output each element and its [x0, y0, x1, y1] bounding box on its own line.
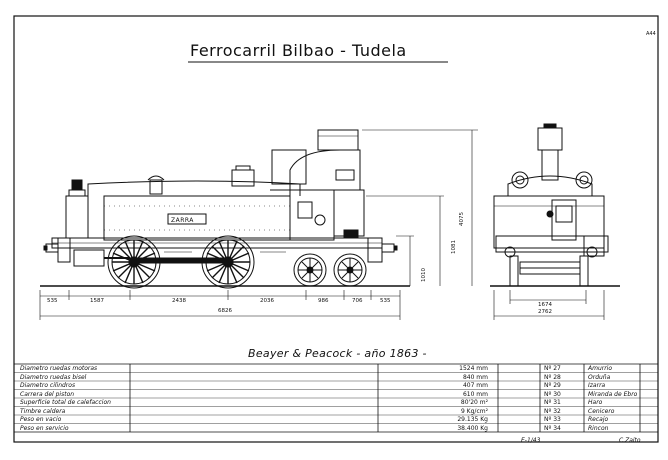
unit-name: Amurrio — [588, 365, 613, 372]
spec-label: Carrera del piston — [20, 390, 75, 398]
unit-number: Nº 27 — [544, 365, 561, 372]
dim-label: 986 — [318, 298, 329, 304]
dim-track: 1674 — [538, 302, 552, 308]
page-title: Ferrocarril Bilbao - Tudela — [190, 41, 407, 60]
side-tank — [103, 195, 291, 241]
dim-vertical: 1010 — [421, 268, 427, 282]
builder-caption: Beayer & Peacock - año 1863 - — [248, 347, 427, 360]
dim-width: 2762 — [538, 309, 552, 315]
side-cab — [289, 189, 335, 241]
spec-value: 9 Kg/cm² — [460, 407, 488, 415]
spec-value: 1524 mm — [459, 365, 488, 372]
spec-label: Timbre caldera — [20, 407, 66, 415]
unit-number: Nº 32 — [544, 407, 561, 415]
spec-label: Superficie total de calefaccion — [20, 399, 111, 406]
end-body — [493, 195, 605, 249]
dim-vertical: 1081 — [451, 240, 457, 254]
dim-label: 2438 — [172, 298, 186, 304]
unit-number: Nº 30 — [544, 390, 561, 398]
spec-label: Diametro ruedas bisel — [20, 373, 87, 381]
spec-value: 840 mm — [462, 373, 488, 381]
unit-name: Izarra — [588, 382, 606, 389]
unit-name: Miranda de Ebro — [588, 390, 638, 398]
unit-number: Nº 28 — [544, 373, 561, 381]
side-dimensions — [39, 129, 478, 320]
corner-reference: A44 — [646, 31, 656, 37]
spec-label: Peso en vacio — [20, 416, 62, 423]
spec-table — [14, 363, 658, 433]
unit-name: Haro — [588, 399, 603, 406]
spec-value: 38.400 Kg — [457, 424, 488, 432]
end-dimensions — [493, 290, 605, 320]
spec-label: Diametro ruedas motoras — [20, 365, 98, 372]
dim-label: 535 — [47, 298, 58, 304]
spec-value: 80'20 m² — [460, 399, 488, 406]
locomotive-name-plate: ZARRA — [171, 217, 194, 224]
dim-overall: 6826 — [218, 308, 232, 314]
unit-number: Nº 33 — [544, 416, 561, 423]
side-view — [40, 129, 410, 289]
spec-label: Peso en servicio — [20, 424, 69, 432]
trailing-wheel-2 — [333, 253, 367, 287]
spec-value: 610 mm — [462, 390, 488, 398]
end-view — [490, 123, 620, 287]
draftsman-signature: C.Zaito — [619, 437, 641, 444]
unit-number: Nº 34 — [544, 424, 561, 432]
name-plate — [167, 213, 207, 225]
spec-value: 407 mm — [462, 382, 488, 389]
spec-label: Diametro cilindros — [20, 382, 76, 389]
spec-value: 29.135 Kg — [457, 416, 488, 423]
unit-number: Nº 29 — [544, 382, 561, 389]
unit-number: Nº 31 — [544, 399, 561, 406]
unit-name: Rincon — [588, 424, 609, 432]
dim-label: 1587 — [90, 298, 104, 304]
trailing-wheel-1 — [293, 253, 327, 287]
unit-name: Cenicero — [588, 407, 615, 415]
dim-label: 535 — [380, 298, 391, 304]
unit-name: Recajo — [588, 416, 609, 423]
unit-name: Orduña — [588, 373, 611, 381]
sheet-frame — [13, 15, 659, 443]
dim-vertical: 4075 — [459, 212, 465, 226]
dim-label: 2036 — [260, 298, 274, 304]
dim-label: 706 — [352, 298, 363, 304]
drawing-reference: E-1/43 — [521, 437, 541, 444]
